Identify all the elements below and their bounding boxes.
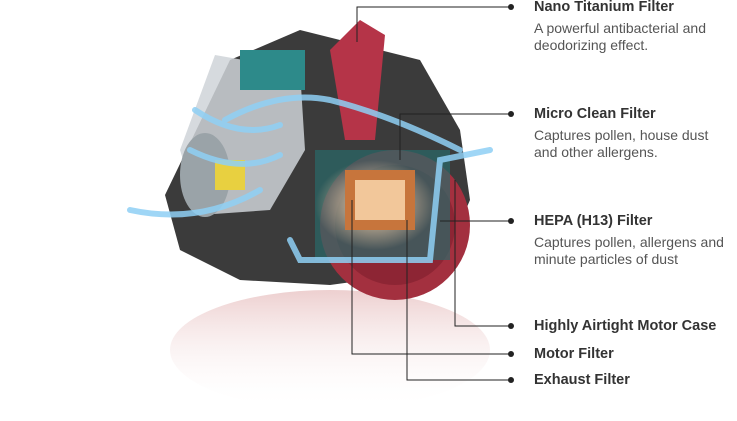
callout-title: HEPA (H13) Filter <box>534 213 653 229</box>
callout-description: Captures pollen, house dust and other al… <box>534 127 709 160</box>
callout-title: Highly Airtight Motor Case <box>534 318 717 334</box>
callout-title: Exhaust Filter <box>534 372 630 388</box>
callout-airtight-motor-case: Highly Airtight Motor Case <box>534 318 716 334</box>
callout-description: A powerful antibacterial and deodorizing… <box>534 20 706 53</box>
callout-title: Nano Titanium Filter <box>534 0 674 15</box>
leader-lines <box>351 6 510 381</box>
leader-dots <box>508 4 514 383</box>
callout-nano-titanium-filter: Nano Titanium Filter A powerful antibact… <box>534 0 734 54</box>
callout-hepa-filter: HEPA (H13) Filter Captures pollen, aller… <box>534 213 734 268</box>
airflow-lines <box>127 94 493 263</box>
callout-exhaust-filter: Exhaust Filter <box>534 372 630 388</box>
callout-title: Micro Clean Filter <box>534 106 656 122</box>
callout-micro-clean-filter: Micro Clean Filter Captures pollen, hous… <box>534 106 734 161</box>
micro-clean-filter <box>240 50 305 90</box>
callout-title: Motor Filter <box>534 346 614 362</box>
callout-motor-filter: Motor Filter <box>534 346 614 362</box>
callout-description: Captures pollen, allergens and minute pa… <box>534 234 724 267</box>
floor-reflection <box>170 290 490 410</box>
